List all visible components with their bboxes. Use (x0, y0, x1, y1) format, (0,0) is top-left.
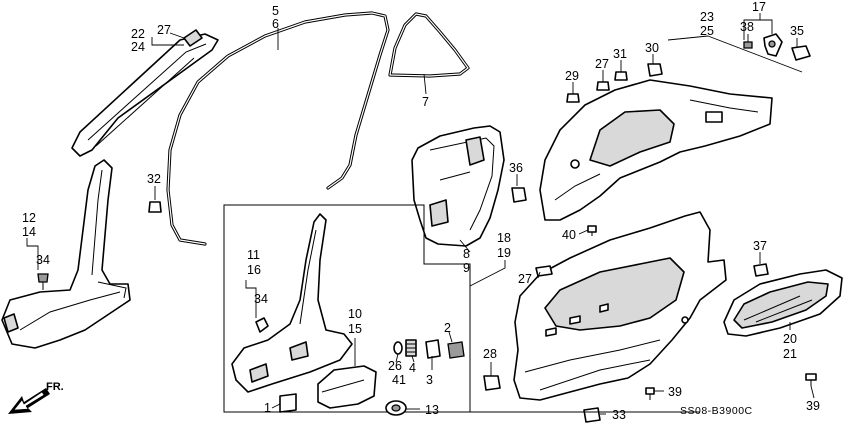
pillar-garnish-part (71, 29, 219, 157)
center-pillar-trim-part (231, 213, 353, 393)
label-37: 37 (753, 239, 767, 253)
diagram-code: SS08-B3900C (680, 405, 753, 417)
label-34a: 34 (36, 253, 50, 267)
label-27a: 27 (157, 23, 171, 37)
grommet-13 (385, 400, 407, 416)
fastener-set (393, 339, 465, 359)
clip-35 (791, 45, 811, 61)
clip-34-box (255, 317, 269, 333)
screw-39-b (805, 373, 817, 386)
label-19: 19 (497, 246, 511, 260)
label-27c: 27 (518, 272, 532, 286)
clip-28 (483, 375, 501, 391)
label-11: 11 (247, 248, 260, 262)
label-20: 20 (783, 332, 797, 346)
clips-upper (566, 63, 663, 103)
side-bracket-part (411, 125, 505, 247)
label-12: 12 (22, 211, 36, 225)
label-13: 13 (425, 403, 439, 417)
label-39a: 39 (668, 385, 682, 399)
label-23: 23 (700, 10, 714, 24)
clip-34-left (37, 273, 49, 290)
label-21: 21 (783, 347, 797, 361)
upper-quarter-trim-part (539, 79, 773, 221)
quarter-window-seal-part (388, 12, 470, 78)
label-9: 9 (463, 261, 470, 275)
label-40: 40 (562, 228, 576, 242)
label-25: 25 (700, 24, 714, 38)
label-38: 38 (740, 20, 754, 34)
label-29: 29 (565, 69, 579, 83)
label-26: 26 (388, 359, 402, 373)
detail-box-outline (223, 204, 471, 413)
label-5: 5 (272, 4, 279, 18)
label-32: 32 (147, 172, 161, 186)
speaker-trim-part (723, 269, 843, 337)
clip-32 (148, 201, 162, 213)
label-6: 6 (272, 17, 279, 31)
label-7: 7 (422, 95, 429, 109)
label-30: 30 (645, 41, 659, 55)
lower-quarter-trim-part (513, 211, 727, 401)
label-28: 28 (483, 347, 497, 361)
direction-label: FR. (46, 381, 64, 393)
label-41: 41 (392, 373, 406, 387)
clip-27-mid (535, 265, 553, 277)
clip-33 (583, 407, 601, 423)
label-39b: 39 (806, 399, 820, 413)
label-8: 8 (463, 247, 470, 261)
label-16: 16 (247, 263, 261, 277)
clip-17 (763, 33, 783, 57)
front-direction-arrow-icon (8, 388, 50, 414)
label-18: 18 (497, 231, 511, 245)
pillar-cover-part (317, 365, 377, 409)
part-number-labels: 22 24 27 5 6 7 12 14 34 32 36 8 9 23 25 … (22, 0, 820, 422)
label-33: 33 (612, 408, 626, 422)
label-22: 22 (131, 27, 145, 41)
clip-37 (753, 263, 769, 277)
label-1: 1 (264, 401, 271, 415)
label-2: 2 (444, 321, 451, 335)
leader-lines (26, 13, 815, 415)
label-10: 10 (348, 307, 362, 321)
label-4: 4 (409, 361, 416, 375)
label-36: 36 (509, 161, 523, 175)
label-15: 15 (348, 322, 362, 336)
label-24: 24 (131, 40, 145, 54)
opening-weatherstrip-part (166, 11, 390, 246)
label-31: 31 (613, 47, 627, 61)
clip-36 (511, 187, 527, 203)
plate-1 (279, 393, 297, 413)
kick-panel-part (1, 159, 131, 349)
label-3: 3 (426, 373, 433, 387)
label-14: 14 (22, 225, 36, 239)
label-17: 17 (752, 0, 766, 14)
label-35: 35 (790, 24, 804, 38)
clip-38 (743, 41, 753, 49)
screw-39-a (645, 387, 655, 400)
screw-40 (587, 225, 597, 236)
label-34b: 34 (254, 292, 268, 306)
label-27b: 27 (595, 57, 609, 71)
